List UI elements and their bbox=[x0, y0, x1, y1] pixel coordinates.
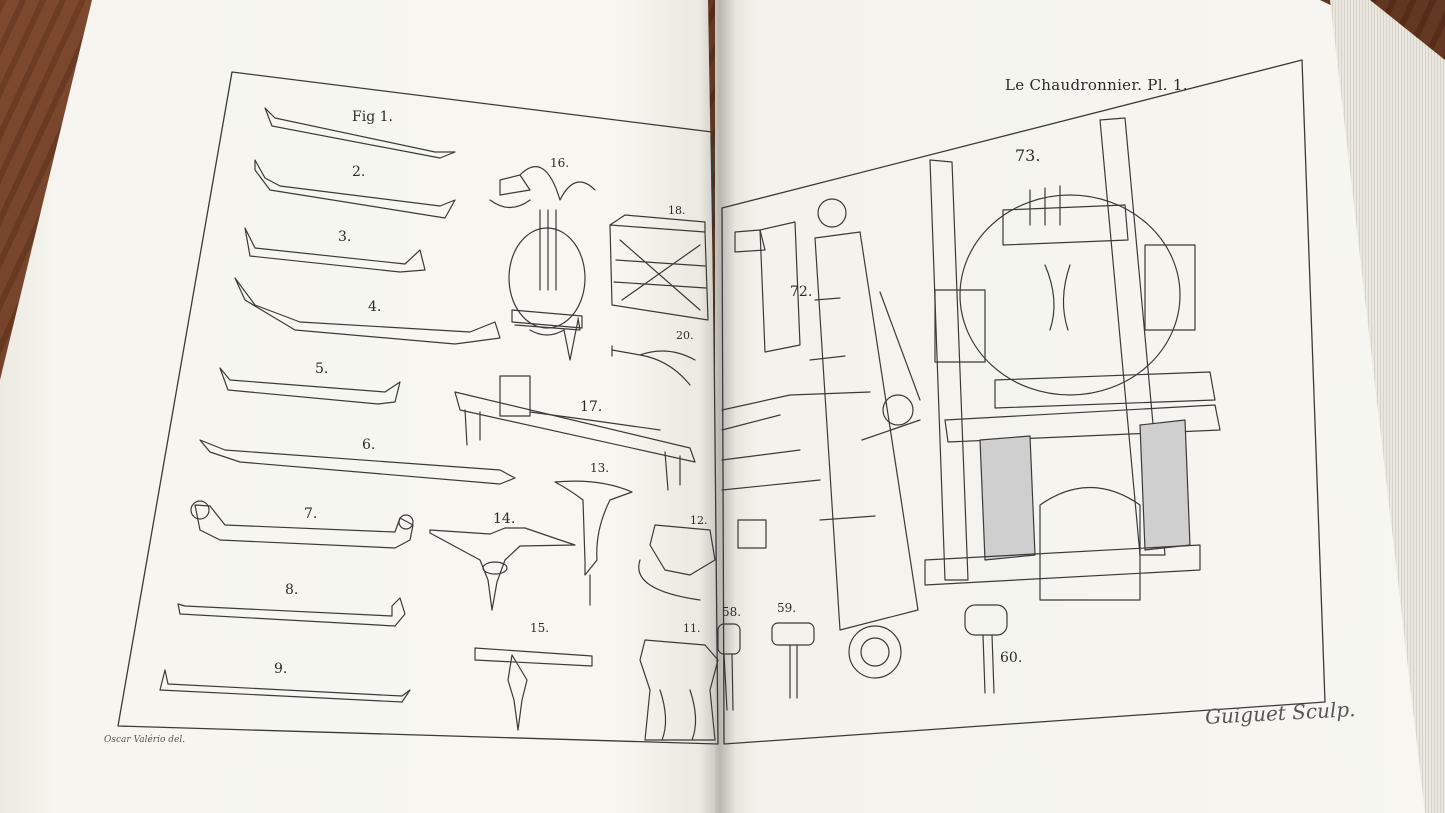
plate-title: Le Chaudronnier. Pl. 1. bbox=[1005, 76, 1188, 94]
figure-label-15: 15. bbox=[530, 621, 550, 635]
figure-label-2: 2. bbox=[352, 164, 366, 180]
left-page bbox=[0, 0, 722, 813]
figure-label-17: 17. bbox=[580, 399, 603, 415]
horn-fig14 bbox=[429, 527, 576, 611]
bar-fig3 bbox=[244, 227, 426, 273]
bar-fig1 bbox=[264, 107, 456, 159]
book-gutter bbox=[700, 0, 736, 813]
pliers-fig20 bbox=[611, 345, 696, 386]
figure-label-13: 13. bbox=[590, 461, 610, 475]
hammer-fig59 bbox=[771, 622, 815, 699]
figure-label-7: 7. bbox=[304, 506, 318, 522]
left-plate-border bbox=[117, 71, 719, 745]
bench-fig17 bbox=[454, 375, 696, 491]
frame-fig18 bbox=[609, 214, 709, 321]
right-page bbox=[715, 0, 1445, 813]
figure-label-72: 72. bbox=[790, 284, 813, 300]
bar-fig7 bbox=[190, 500, 414, 549]
anvil-fig11 bbox=[639, 639, 719, 741]
figure-label-4: 4. bbox=[368, 299, 382, 315]
draftsman-credit: Oscar Valério del. bbox=[104, 735, 186, 745]
bar-fig8 bbox=[177, 597, 406, 627]
figure-label-73: 73. bbox=[1015, 146, 1041, 165]
figure-label-58: 58. bbox=[722, 605, 742, 619]
stake-fig13 bbox=[554, 480, 633, 606]
figure-label-8: 8. bbox=[285, 582, 299, 598]
machine-fig72 bbox=[721, 198, 921, 679]
bar-fig2 bbox=[254, 159, 456, 219]
hammer-fig58 bbox=[717, 623, 741, 711]
right-plate-border bbox=[721, 59, 1326, 745]
press-fig73 bbox=[924, 117, 1221, 601]
figure-label-18: 18. bbox=[668, 204, 686, 217]
figure-label-6: 6. bbox=[362, 437, 376, 453]
figure-label-60: 60. bbox=[1000, 650, 1023, 666]
hammer-fig60 bbox=[964, 604, 1008, 694]
figure-label-11: 11. bbox=[683, 622, 701, 635]
apparatus-fig16 bbox=[489, 166, 596, 361]
bar-fig6 bbox=[199, 439, 516, 485]
figure-label-16: 16. bbox=[550, 156, 570, 170]
bar-fig9 bbox=[159, 669, 411, 703]
figure-label-12: 12. bbox=[690, 514, 708, 527]
figure-label-14: 14. bbox=[493, 511, 516, 527]
bar-fig4 bbox=[234, 277, 501, 345]
bar-fig5 bbox=[219, 367, 401, 405]
figure-label-9: 9. bbox=[274, 661, 288, 677]
figure-label-1: Fig 1. bbox=[352, 109, 393, 125]
anvil-fig12 bbox=[638, 519, 767, 601]
figure-label-3: 3. bbox=[338, 229, 352, 245]
figure-label-5: 5. bbox=[315, 361, 329, 377]
figure-label-59: 59. bbox=[777, 601, 797, 615]
figure-label-20: 20. bbox=[676, 329, 694, 342]
stake-fig15 bbox=[474, 647, 593, 731]
